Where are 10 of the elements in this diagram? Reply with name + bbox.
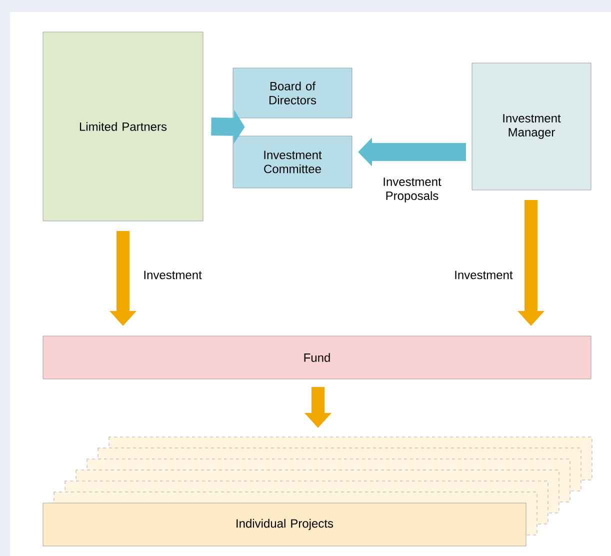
manager-box: Investment Manager xyxy=(472,62,592,190)
node-label: Individual Projects xyxy=(236,518,334,530)
edge-label: Investment xyxy=(455,270,513,280)
committee-box: Investment Committee xyxy=(232,136,352,188)
partner-box: Limited Partners xyxy=(42,32,204,222)
fund-box: Fund xyxy=(42,336,592,380)
edge-label: Investment Proposals xyxy=(384,178,442,202)
edge-label: Investment xyxy=(144,270,202,280)
board-box: Board of Directors xyxy=(232,68,352,118)
project-stack: Individual Projects xyxy=(42,436,592,546)
